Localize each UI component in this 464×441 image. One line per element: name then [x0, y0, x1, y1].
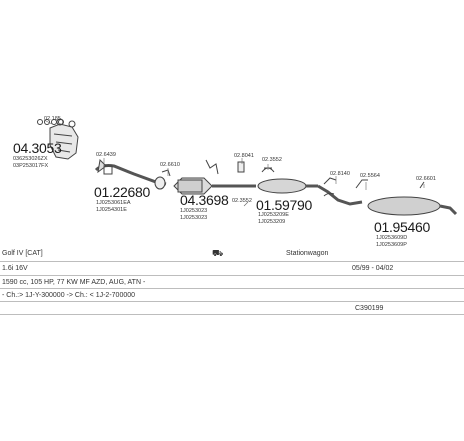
- info-row-code: C390199: [0, 302, 464, 315]
- part-label-0226601: 02.6601: [416, 176, 436, 182]
- spec-text: 1590 cc, 105 HP, 77 KW MF AZD, AUG, ATN …: [2, 279, 146, 286]
- part-label-0226439: 02.6439: [96, 152, 116, 158]
- oem-label-g: 1J0253209E: [258, 212, 289, 218]
- notes-text: - Ch.:> 1J-Y-300000 -> Ch.: < 1J-2-70000…: [2, 292, 136, 299]
- oem-label-b: 03P253017FX: [13, 163, 49, 169]
- info-row-notes: - Ch.:> 1J-Y-300000 -> Ch.: < 1J-2-70000…: [0, 289, 464, 302]
- info-row-model: Golf IV [CAT] ⛟ Stationwagon: [0, 249, 464, 262]
- oem-label-c: 1J0253061EA: [96, 200, 131, 206]
- part-label-0228140: 02.8140: [330, 171, 350, 177]
- code-text: C390199: [355, 305, 384, 312]
- oem-label-h: 1J0253209: [258, 219, 286, 225]
- car-icon: ⛟: [212, 248, 224, 258]
- part-label-0436981: 04.3698: [180, 192, 229, 208]
- part-label-0229552b: 02.3552: [232, 198, 252, 204]
- info-row-spec: 1590 cc, 105 HP, 77 KW MF AZD, AUG, ATN …: [0, 276, 464, 289]
- part-label-0430533: 04.3053: [13, 140, 62, 156]
- catalytic-converter-drawing: [173, 177, 238, 195]
- years-text: 05/99 - 04/02: [352, 265, 394, 272]
- oem-label-j: 1J0253609P: [376, 242, 407, 248]
- part-label-0115979: 01.59790: [256, 197, 312, 213]
- part-label-0122680: 01.22680: [94, 184, 150, 200]
- part-label-0229552a: 02.3552: [262, 157, 282, 163]
- centre-silencer-drawing: [236, 178, 318, 194]
- exhaust-manifold-drawing: [49, 118, 79, 160]
- rear-hanger-drawing: [323, 177, 425, 189]
- engine-text: 1.6i 16V: [2, 265, 28, 272]
- part-label-02185: 02.185: [44, 116, 61, 122]
- part-label-0228041: 02.8041: [234, 153, 254, 159]
- exhaust-system-diagram: 02.185 04.3053 036253026ZX 03P253017FX 0…: [13, 116, 458, 234]
- oem-label-f: 1J0253023: [180, 215, 208, 221]
- oem-label-e: 1J0253023: [180, 208, 208, 214]
- oem-label-i: 1J0253609D: [376, 235, 408, 241]
- exhaust-drawing: [37, 118, 458, 216]
- oem-label-d: 1J0254301E: [96, 207, 127, 213]
- info-row-engine: 1.6i 16V 05/99 - 04/02: [0, 262, 464, 276]
- part-label-0225564: 02.5564: [360, 173, 380, 179]
- part-label-0226610: 02.6610: [160, 162, 180, 168]
- model-text: Golf IV [CAT]: [2, 250, 43, 257]
- rear-silencer-drawing: [317, 184, 458, 216]
- hanger-drawing: [205, 159, 245, 175]
- body-type-text: Stationwagon: [286, 250, 329, 257]
- oem-label-a: 036253026ZX: [13, 156, 48, 162]
- gasket-set-drawing: [37, 119, 64, 125]
- part-label-0195460: 01.95460: [374, 219, 430, 235]
- vehicle-info-table: Golf IV [CAT] ⛟ Stationwagon 1.6i 16V 05…: [0, 222, 464, 327]
